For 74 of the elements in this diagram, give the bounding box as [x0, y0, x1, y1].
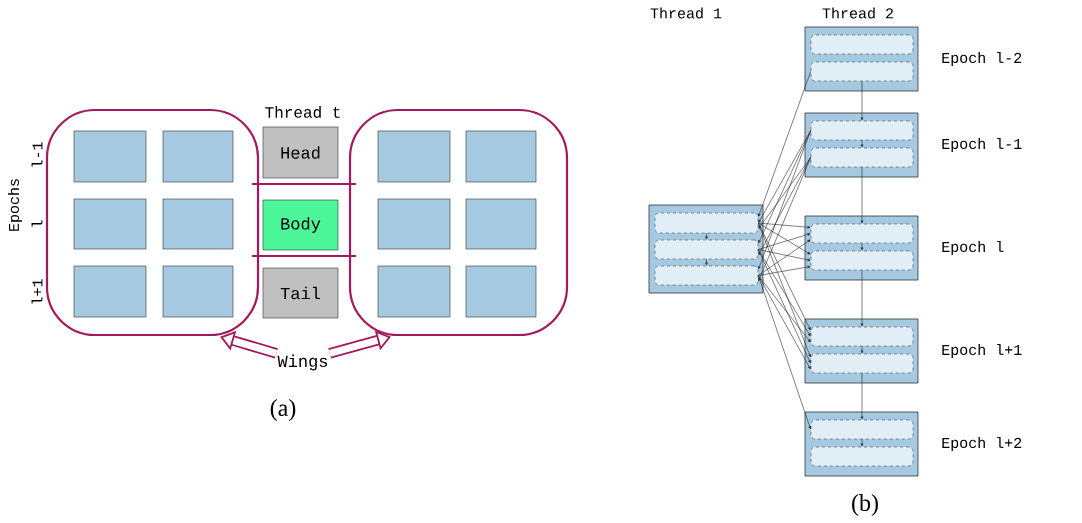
grid-box [377, 265, 451, 318]
process-box: Tail [262, 267, 339, 319]
epoch-label: Epoch l-1 [942, 138, 1022, 152]
arrow [758, 275, 811, 343]
grid-box [73, 130, 147, 183]
dashed-box [810, 353, 914, 374]
arrow [860, 346, 864, 354]
row-label: l-1 [31, 142, 43, 167]
grid-box [465, 130, 537, 183]
arrow [758, 157, 811, 256]
dashed-box [810, 419, 914, 440]
dashed-box [654, 265, 759, 286]
heading-label: Thread t [265, 106, 340, 118]
epoch-label: Epoch l-2 [942, 52, 1022, 66]
epoch-label: Epoch l+2 [942, 437, 1022, 451]
epoch-label: Epoch l+1 [942, 344, 1022, 358]
grid-box [465, 265, 537, 318]
arrow [758, 233, 811, 250]
grid-box [73, 265, 147, 318]
arrow [860, 439, 864, 447]
wing-outline [348, 108, 569, 337]
epoch-label: Epoch l [942, 241, 1004, 255]
arrow [705, 259, 708, 266]
arrow [758, 157, 811, 282]
axis-label: Epochs [8, 179, 22, 231]
arrow [758, 157, 811, 229]
arrow [860, 270, 864, 327]
dashed-box [810, 250, 914, 271]
arrow [758, 275, 811, 430]
dashed-box [654, 212, 759, 234]
arrow [860, 81, 864, 121]
dashed-box [810, 61, 914, 82]
arrow [758, 239, 811, 276]
dashed-box [654, 239, 759, 260]
column-label: Thread 2 [822, 7, 893, 19]
arrow [758, 275, 811, 370]
wings-text: Wings [277, 354, 328, 371]
wing-outline [45, 108, 260, 337]
arrow [758, 222, 811, 255]
arrow [860, 243, 864, 251]
column-label: Thread 1 [650, 7, 722, 19]
dashed-box [810, 120, 914, 141]
grid-box [162, 198, 234, 250]
arrow [758, 222, 811, 358]
arrow [758, 130, 811, 270]
process-box: Body [262, 199, 339, 251]
panel-label: (b) [852, 494, 878, 516]
dashed-box [810, 147, 914, 168]
grid-box [465, 198, 537, 250]
arrow [860, 373, 864, 420]
process-box: Head [262, 126, 339, 179]
grid-box [73, 198, 147, 250]
grid-box [377, 198, 451, 250]
dashed-box [810, 34, 914, 55]
grid-box [162, 130, 234, 183]
grid-box [377, 130, 451, 183]
arrow [758, 222, 811, 229]
arrow [758, 249, 811, 364]
panel-label: (a) [270, 399, 296, 421]
dashed-box [810, 446, 914, 467]
row-label: l+1 [31, 279, 43, 304]
grid-box [162, 265, 234, 318]
arrow [758, 71, 811, 217]
arrow [328, 330, 391, 359]
arrow [758, 249, 811, 262]
dashed-box [810, 326, 914, 347]
row-label: l [31, 220, 43, 227]
dashed-box [810, 223, 914, 244]
arrow [758, 265, 811, 276]
arrow [758, 130, 811, 223]
arrow [758, 249, 811, 337]
arrow [860, 167, 864, 224]
arrow [860, 140, 864, 148]
arrow [705, 233, 708, 240]
